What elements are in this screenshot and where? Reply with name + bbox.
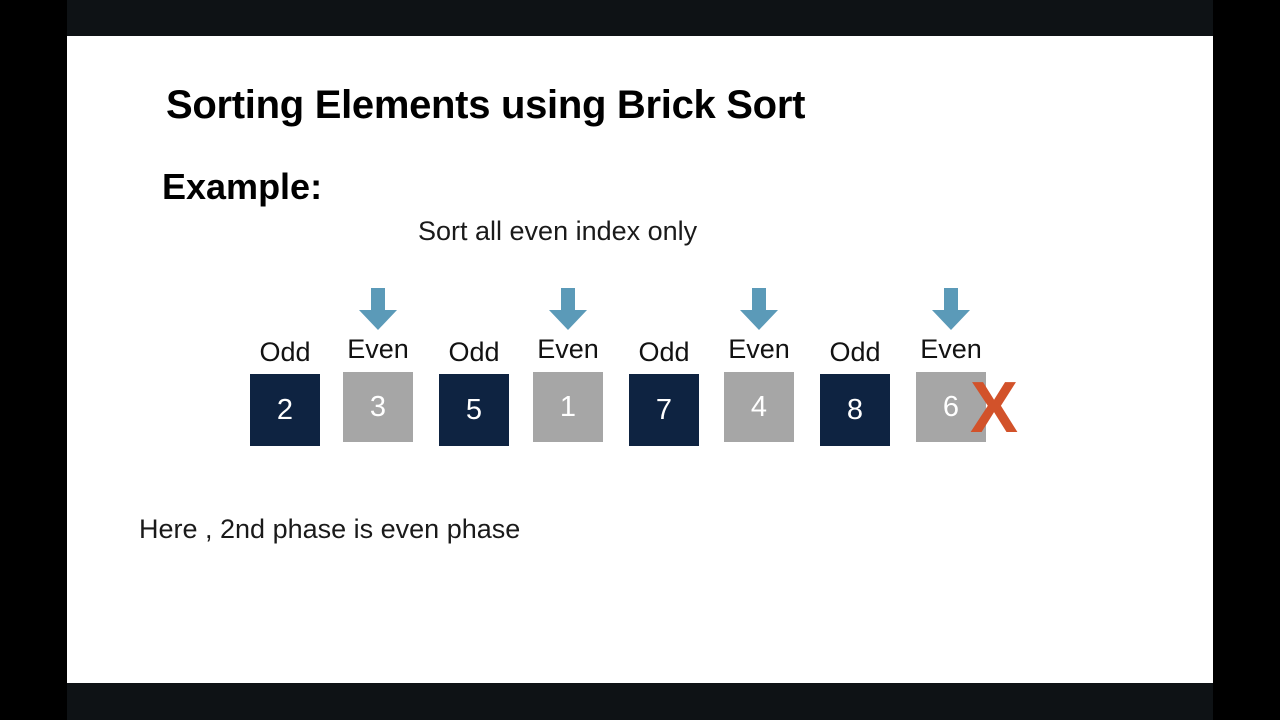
array-cell: Odd 8 — [807, 286, 903, 486]
array-cell: Odd 5 — [426, 286, 522, 486]
letterbox-bar-top — [67, 0, 1213, 36]
array-cell-box: 2 — [250, 374, 320, 446]
array-cell-parity-label: Even — [728, 334, 790, 364]
array-cell-parity-label: Even — [347, 334, 409, 364]
page-title: Sorting Elements using Brick Sort — [166, 83, 806, 127]
array-cell-parity-label: Even — [537, 334, 599, 364]
array-visualization: Odd 2 Even 3 Odd 5 Even 1 Odd 7 Even 4 Odd 8 Even 6 — [67, 36, 1213, 683]
array-cell-box: 6 — [916, 372, 986, 442]
presentation-slide: Sorting Elements using Brick Sort Exampl… — [67, 36, 1213, 683]
array-cell-box: 8 — [820, 374, 890, 446]
arrow-down-icon — [545, 286, 591, 332]
array-cell: Odd 7 — [616, 286, 712, 486]
arrow-down-icon — [355, 286, 401, 332]
instruction-note: Sort all even index only — [418, 216, 698, 246]
array-cell: Even 4 — [711, 286, 807, 486]
array-cell-box: 3 — [343, 372, 413, 442]
array-cell-parity-label: Odd — [638, 337, 690, 367]
array-cell-parity-label: Odd — [259, 337, 311, 367]
array-cell-box: 7 — [629, 374, 699, 446]
example-heading: Example: — [162, 166, 323, 207]
array-cell: Even 3 — [330, 286, 426, 486]
array-cell-box: 4 — [724, 372, 794, 442]
array-cell: Even 6 — [903, 286, 999, 486]
array-cell-box: 1 — [533, 372, 603, 442]
arrow-down-icon — [928, 286, 974, 332]
array-cell-box: 5 — [439, 374, 509, 446]
array-cell-parity-label: Odd — [448, 337, 500, 367]
array-cell-parity-label: Odd — [829, 337, 881, 367]
array-cell: Odd 2 — [237, 286, 333, 486]
slide-caption: Here , 2nd phase is even phase — [139, 514, 521, 544]
array-cell: Even 1 — [520, 286, 616, 486]
x-marker-icon: X — [970, 368, 1019, 448]
arrow-down-icon — [736, 286, 782, 332]
array-cell-parity-label: Even — [920, 334, 982, 364]
letterbox-bar-bottom — [67, 683, 1213, 720]
